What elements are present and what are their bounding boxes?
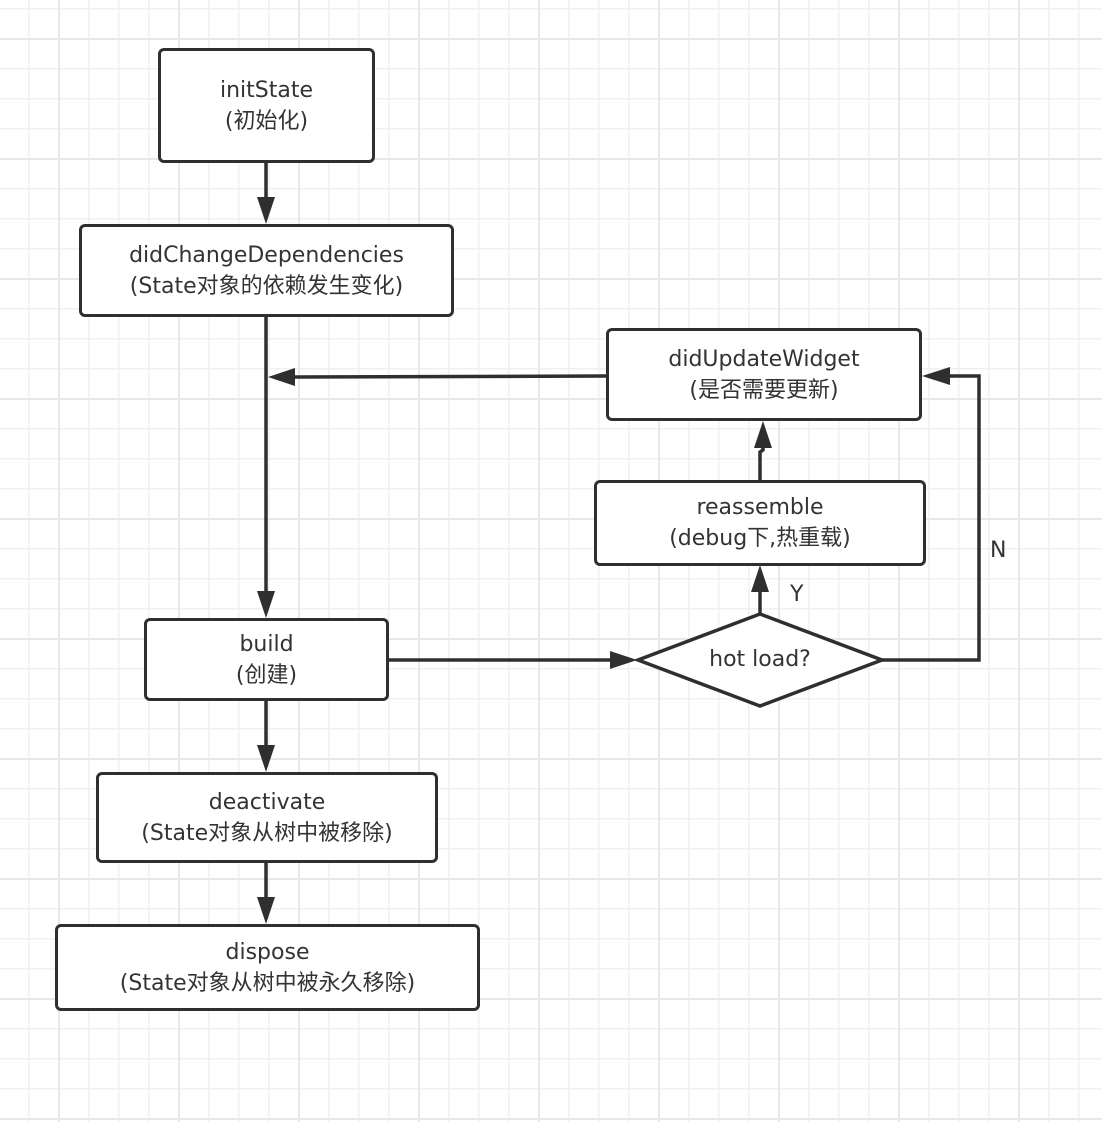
node-didupdatewidget[interactable]: didUpdateWidget (是否需要更新)	[606, 328, 922, 421]
node-reassemble[interactable]: reassemble (debug下,热重载)	[594, 480, 926, 566]
node-dispose-name: dispose	[225, 939, 310, 965]
node-didupdatewidget-name: didUpdateWidget	[668, 346, 860, 372]
node-build-name: build	[239, 631, 294, 657]
node-didchangedependencies-name: didChangeDependencies	[129, 242, 404, 268]
edge-reassemble-to-didupdatewidget	[758, 446, 765, 481]
arrowhead-icon	[754, 421, 772, 448]
node-didchangedependencies[interactable]: didChangeDependencies (State对象的依赖发生变化)	[79, 224, 454, 317]
node-didchangedependencies-desc: (State对象的依赖发生变化)	[129, 273, 404, 299]
hot-load-decision-diamond[interactable]	[633, 612, 887, 708]
edge-label-no: N	[990, 538, 1007, 563]
node-reassemble-name: reassemble	[696, 495, 824, 520]
node-initstate-desc: (初始化)	[224, 108, 309, 134]
arrowhead-icon	[257, 745, 275, 772]
edge-didupdatewidget-to-build	[293, 374, 608, 379]
node-deactivate-desc: (State对象从树中被移除)	[141, 820, 393, 846]
arrowhead-icon	[257, 591, 275, 618]
node-build-desc: (创建)	[235, 662, 298, 688]
edge-hotload-to-didupdatewidget	[882, 374, 981, 662]
node-initstate-name: initState	[219, 77, 314, 103]
arrowhead-icon	[268, 368, 295, 386]
node-deactivate-name: deactivate	[208, 789, 326, 815]
hot-load-decision-label: hot load?	[709, 647, 811, 672]
edge-label-yes: Y	[790, 582, 804, 607]
arrowhead-icon	[257, 897, 275, 924]
node-dispose-desc: (State对象从树中被永久移除)	[119, 970, 416, 996]
arrowhead-icon	[257, 197, 275, 224]
node-didupdatewidget-desc: (是否需要更新)	[689, 377, 839, 403]
arrowhead-icon	[751, 565, 769, 592]
node-build[interactable]: build (创建)	[144, 618, 389, 701]
node-deactivate[interactable]: deactivate (State对象从树中被移除)	[96, 772, 438, 863]
node-initstate[interactable]: initState (初始化)	[158, 48, 375, 163]
arrowhead-icon	[610, 651, 637, 669]
node-dispose[interactable]: dispose (State对象从树中被永久移除)	[55, 924, 480, 1011]
arrowhead-icon	[922, 367, 950, 385]
node-reassemble-desc: (debug下,热重载)	[669, 526, 851, 551]
